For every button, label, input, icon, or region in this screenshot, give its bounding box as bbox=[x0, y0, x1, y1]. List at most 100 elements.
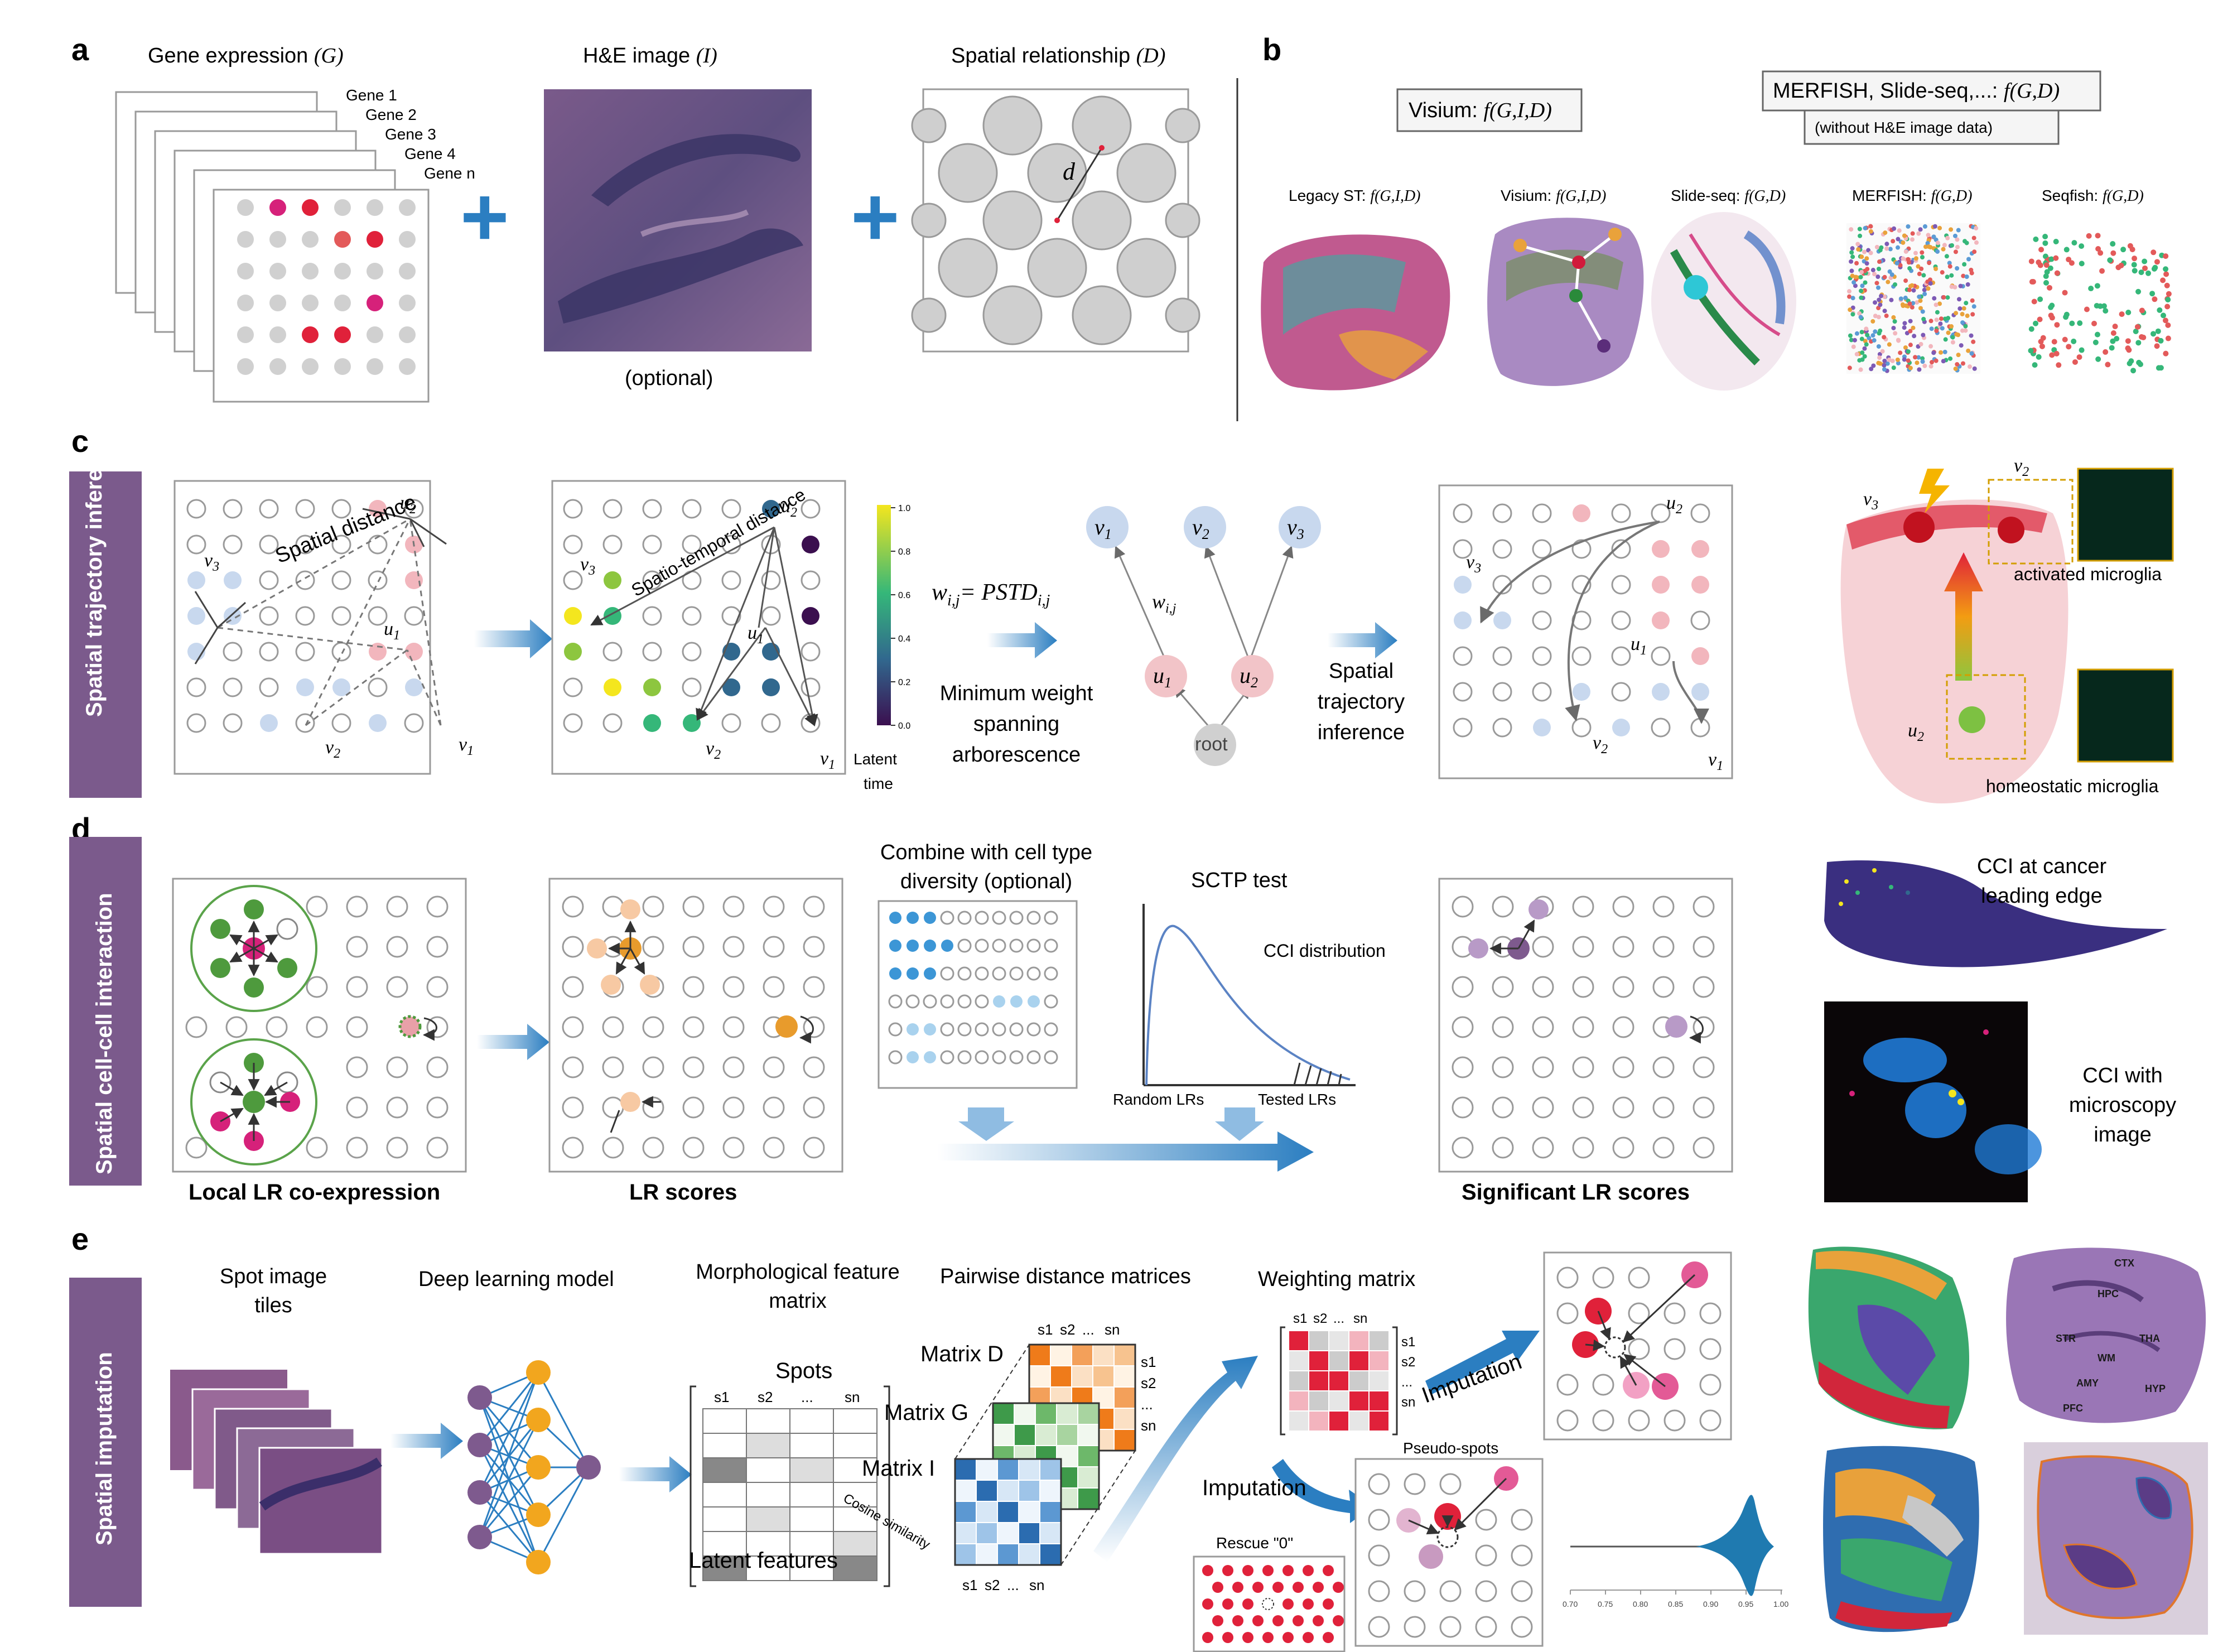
dot bbox=[1906, 257, 1911, 262]
matrix-i-cell bbox=[1018, 1522, 1040, 1544]
dot bbox=[1894, 261, 1899, 266]
spot bbox=[602, 642, 623, 662]
spot bbox=[563, 677, 583, 697]
spot bbox=[562, 1056, 584, 1078]
dot bbox=[1916, 355, 1921, 360]
spot bbox=[1532, 976, 1554, 998]
dot bbox=[1926, 233, 1931, 238]
he-image bbox=[544, 89, 812, 351]
dot bbox=[1852, 338, 1857, 343]
spot bbox=[1691, 540, 1709, 558]
dot bbox=[2095, 233, 2101, 239]
spot bbox=[1009, 1022, 1024, 1037]
rescue-spot bbox=[1293, 1615, 1304, 1626]
dot bbox=[1882, 363, 1887, 368]
spot bbox=[1475, 1580, 1497, 1602]
dot bbox=[1916, 264, 1921, 269]
spot bbox=[1651, 717, 1671, 738]
gene-expression-title: Gene expression (G) bbox=[148, 44, 344, 68]
spot bbox=[404, 499, 424, 519]
dot bbox=[1896, 338, 1901, 343]
d-box-lr-scores bbox=[548, 878, 843, 1173]
matrix-d-cell bbox=[1113, 1408, 1136, 1430]
spot bbox=[426, 976, 449, 998]
spot bbox=[1611, 539, 1631, 559]
dot bbox=[1910, 305, 1915, 310]
spot bbox=[302, 326, 319, 343]
spot bbox=[259, 606, 279, 626]
spot bbox=[1044, 1022, 1058, 1037]
spot bbox=[334, 231, 351, 248]
weight-cell bbox=[1368, 1330, 1390, 1351]
spot bbox=[237, 263, 254, 280]
col-label: s1 bbox=[1293, 1311, 1307, 1326]
spot bbox=[269, 199, 286, 216]
spot bbox=[1691, 683, 1709, 701]
dot bbox=[1955, 362, 1960, 367]
spot bbox=[1556, 1266, 1579, 1289]
dot bbox=[1953, 366, 1958, 371]
spot bbox=[682, 677, 702, 697]
spot bbox=[346, 895, 368, 918]
dot bbox=[1971, 304, 1976, 309]
spot bbox=[405, 571, 423, 589]
dot bbox=[2028, 326, 2034, 332]
spot bbox=[237, 295, 254, 311]
dot bbox=[1868, 224, 1873, 229]
spot bbox=[563, 713, 583, 733]
local-lr-label: Local LR co-expression bbox=[189, 1180, 440, 1205]
matrix-i-cell bbox=[997, 1543, 1019, 1566]
nn-edge bbox=[479, 1372, 539, 1446]
dot bbox=[2042, 233, 2048, 239]
spot bbox=[957, 966, 972, 981]
spot bbox=[1572, 1016, 1594, 1038]
merfish-dots bbox=[1847, 224, 1979, 373]
matrix-g-cell bbox=[1056, 1424, 1078, 1446]
col-label: ... bbox=[801, 1389, 813, 1405]
weight-equation: wi,j= PSTDi,j bbox=[932, 580, 1050, 609]
spot bbox=[564, 607, 582, 625]
dot bbox=[2160, 277, 2166, 283]
spot bbox=[803, 1096, 825, 1119]
spot bbox=[186, 499, 206, 519]
weight-cell bbox=[1288, 1350, 1309, 1371]
spot bbox=[1611, 682, 1631, 702]
dot bbox=[1906, 349, 1911, 354]
matrix-cell bbox=[702, 1531, 747, 1557]
spot bbox=[682, 895, 705, 918]
spot bbox=[302, 263, 319, 280]
matrix-i-cell bbox=[1039, 1458, 1062, 1481]
matrix-g-cell bbox=[1035, 1403, 1057, 1425]
dot bbox=[1849, 250, 1854, 255]
spot bbox=[982, 190, 1043, 251]
spot bbox=[399, 295, 416, 311]
spot bbox=[763, 895, 785, 918]
spot bbox=[763, 936, 785, 958]
spot bbox=[761, 713, 781, 733]
dot bbox=[2071, 338, 2077, 344]
spot bbox=[1454, 576, 1472, 594]
c-grid-1 bbox=[186, 499, 424, 733]
dot bbox=[1900, 302, 1905, 307]
dot bbox=[1974, 226, 1979, 231]
dot bbox=[1910, 283, 1915, 288]
spot bbox=[1693, 1096, 1715, 1119]
spot bbox=[1453, 646, 1473, 666]
spot bbox=[266, 1016, 288, 1038]
matrix-cell bbox=[702, 1482, 747, 1507]
spot bbox=[399, 263, 416, 280]
dot bbox=[2110, 241, 2116, 247]
spot bbox=[1652, 1136, 1675, 1159]
spot bbox=[1009, 911, 1024, 925]
sctp-chart bbox=[1142, 904, 1356, 1086]
spot bbox=[346, 1056, 368, 1078]
dot bbox=[1960, 361, 1965, 366]
spot bbox=[721, 713, 741, 733]
random-lrs-label: Random LRs bbox=[1113, 1091, 1204, 1108]
spot bbox=[911, 108, 947, 143]
dot bbox=[2163, 253, 2169, 259]
dot bbox=[2110, 250, 2116, 256]
spot bbox=[1452, 895, 1474, 918]
dot bbox=[1953, 249, 1958, 254]
